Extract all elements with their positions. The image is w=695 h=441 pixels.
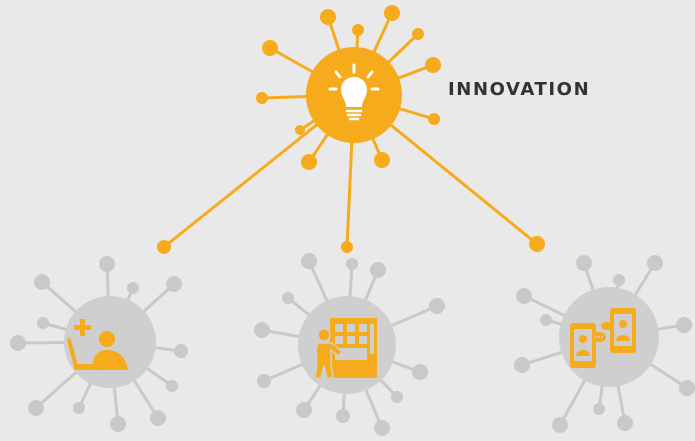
child-spoke-dots: [10, 256, 188, 432]
person-vending-machine-icon: [314, 318, 377, 379]
child-node-vending: [254, 253, 445, 436]
lightbulb-icon: [328, 63, 380, 121]
child-spoke-dots: [514, 255, 695, 433]
doctor-laptop-icon: [67, 319, 128, 370]
hub-spoke-dots: [157, 5, 545, 254]
hub-node: [157, 5, 545, 254]
child-node-telehealth: [10, 256, 188, 432]
child-spoke-dots: [254, 253, 445, 436]
child-node-video-call: [514, 255, 695, 433]
innovation-title: INNOVATION: [448, 79, 591, 100]
video-call-phones-icon: [570, 308, 636, 368]
